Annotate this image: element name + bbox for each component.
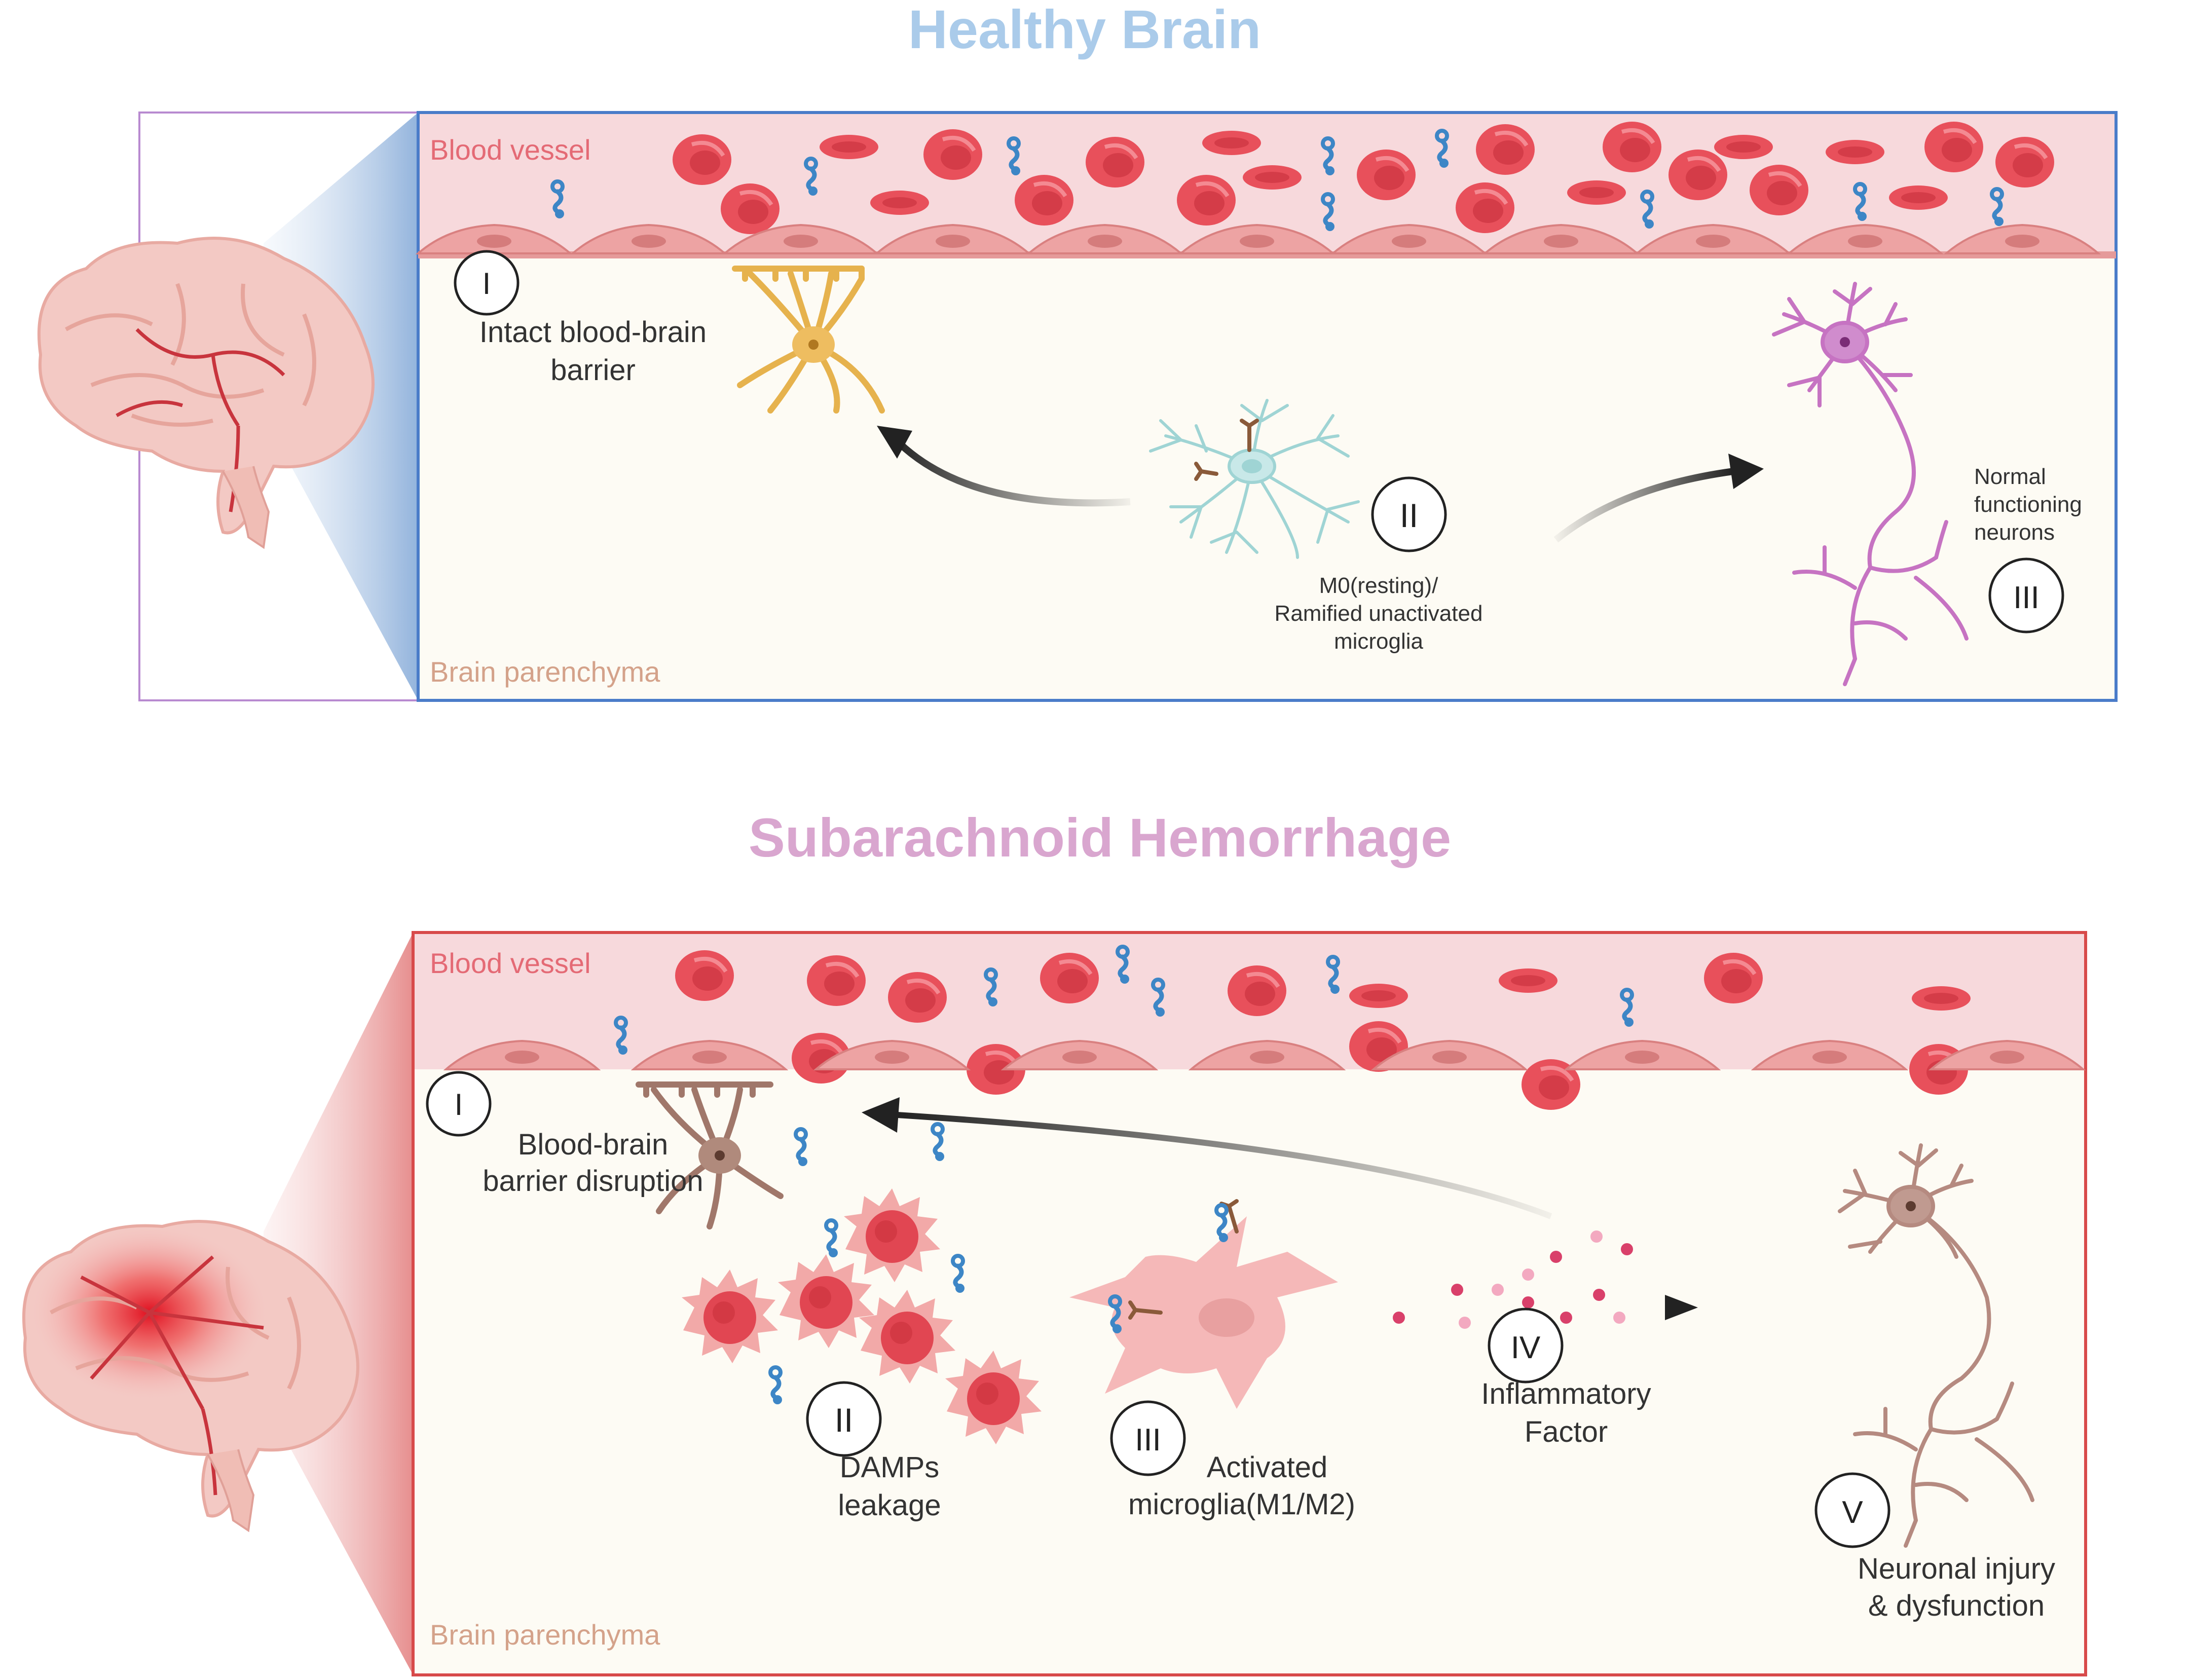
healthy-step-2-numeral: II	[1400, 497, 1419, 534]
sah-step-4-numeral: IV	[1511, 1330, 1541, 1365]
sah-panel-border	[412, 931, 2087, 1676]
healthy-step-3-numeral: III	[2013, 580, 2039, 615]
sah-arrowhead-right	[1665, 1295, 1698, 1320]
sah-step-2-caption-line2: leakage	[838, 1489, 941, 1522]
healthy-step-2: II M0(resting)/ Ramified unactivated mic…	[1275, 476, 1483, 654]
sah-injured-neuron	[1838, 1143, 2034, 1548]
sah-step-2: II DAMPs leakage	[806, 1381, 941, 1522]
sah-endothelial-layer	[445, 1040, 2084, 1070]
sah-step-1-caption-line2: barrier disruption	[483, 1165, 703, 1198]
healthy-step-2-caption-line2: Ramified unactivated	[1275, 601, 1483, 626]
sah-arrowhead-left	[862, 1097, 900, 1133]
sah-step-2-numeral: II	[835, 1401, 854, 1439]
healthy-step-2-caption-line3: microglia	[1334, 629, 1424, 654]
healthy-step-3: III Normal functioning neurons	[1974, 464, 2082, 633]
sah-inflammatory-dots	[1393, 1230, 1633, 1329]
sah-step-4-caption-line1: Inflammatory	[1481, 1377, 1651, 1410]
healthy-step-3-caption-line3: neurons	[1974, 520, 2055, 545]
healthy-step-1: I Intact blood-brain barrier	[454, 250, 707, 387]
sah-step-1-numeral: I	[455, 1088, 463, 1122]
healthy-brain-icon	[38, 237, 375, 549]
healthy-arrow-to-astrocyte	[889, 433, 1131, 507]
sah-step-5: V Neuronal injury & dysfunction	[1814, 1472, 2055, 1622]
sah-step-3-numeral: III	[1135, 1423, 1161, 1458]
sah-section: Subarachnoid Hemorrhage Blood vessel Bra…	[10, 807, 2179, 1676]
healthy-step-1-numeral: I	[483, 267, 491, 301]
sah-step-4: IV Inflammatory Factor	[1481, 1308, 1651, 1448]
healthy-step-1-caption-line2: barrier	[550, 354, 636, 387]
healthy-panel-border	[417, 111, 2118, 702]
healthy-arrowhead-right	[1728, 454, 1764, 489]
sah-step-1: I Blood-brain barrier disruption	[426, 1071, 703, 1198]
sah-step-2-caption-line1: DAMPs	[840, 1451, 940, 1484]
sah-parenchyma-label: Brain parenchyma	[430, 1619, 660, 1651]
sah-step-5-numeral: V	[1842, 1495, 1863, 1530]
healthy-arrowhead-left	[877, 426, 912, 459]
healthy-step-3-caption-line2: functioning	[1974, 492, 2082, 517]
healthy-microglia-receptors	[1194, 419, 1259, 481]
sah-step-3-caption-line2: microglia(M1/M2)	[1128, 1488, 1355, 1521]
sah-astrocyte	[636, 1081, 784, 1229]
healthy-step-1-caption-line1: Intact blood-brain	[479, 316, 707, 349]
sah-step-4-caption-line2: Factor	[1525, 1415, 1608, 1448]
sah-step-1-caption-line1: Blood-brain	[518, 1128, 669, 1161]
healthy-parenchyma-label: Brain parenchyma	[430, 656, 660, 688]
healthy-blood-vessel-label: Blood vessel	[430, 134, 591, 166]
sah-arrow-to-bbb	[897, 1112, 1552, 1219]
sah-activated-microglia	[1069, 1216, 1338, 1409]
healthy-endothelial-layer	[417, 224, 2116, 258]
sah-brain-icon	[22, 1220, 359, 1533]
sah-step-5-caption-line2: & dysfunction	[1868, 1589, 2045, 1622]
sah-title: Subarachnoid Hemorrhage	[749, 807, 1451, 868]
sah-step-5-caption-line1: Neuronal injury	[1858, 1552, 2055, 1585]
healthy-section: Healthy Brain Blood vessel Brain parench…	[20, 0, 2159, 702]
healthy-step-2-caption-line1: M0(resting)/	[1319, 573, 1438, 598]
sah-step-3: III Activated microglia(M1/M2)	[1110, 1400, 1355, 1521]
sah-step-3-caption-line1: Activated	[1207, 1451, 1328, 1484]
sah-blood-vessel-label: Blood vessel	[430, 947, 591, 979]
healthy-arrow-to-neuron	[1553, 468, 1734, 543]
healthy-neuron	[1772, 282, 1969, 686]
healthy-title: Healthy Brain	[908, 0, 1261, 60]
healthy-resting-microglia	[1149, 399, 1360, 559]
healthy-step-3-caption-line1: Normal	[1974, 464, 2046, 489]
healthy-astrocyte	[732, 266, 885, 414]
